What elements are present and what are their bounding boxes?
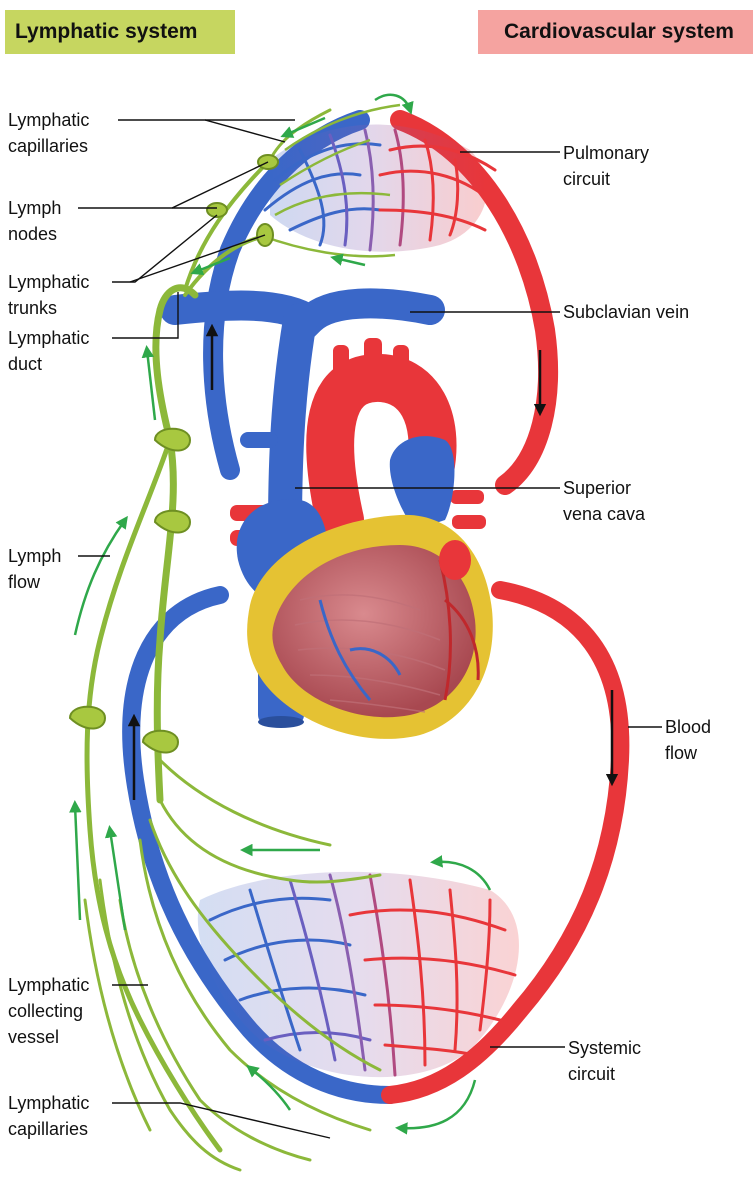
label-line: vena cava xyxy=(563,504,646,524)
label-line: Lymph xyxy=(8,198,62,218)
label-line: vessel xyxy=(8,1027,60,1047)
blood-flow-arrows xyxy=(127,323,619,800)
pulmonary-circuit-vessels xyxy=(203,103,559,495)
label-subclavian-vein: Subclavian vein xyxy=(563,299,689,325)
label-line: Lymphatic xyxy=(8,975,90,995)
label-lymphatic-collecting-vessel: Lymphatic collecting vessel xyxy=(8,972,89,1050)
label-line: Blood xyxy=(665,717,712,737)
label-line: Lymph xyxy=(8,546,62,566)
lymph-nodes xyxy=(68,154,279,754)
label-line: Lymphatic xyxy=(8,272,90,292)
label-line: duct xyxy=(8,354,43,374)
label-line: flow xyxy=(665,743,698,763)
label-line: Systemic xyxy=(568,1038,642,1058)
label-line: capillaries xyxy=(8,1119,89,1139)
label-superior-vena-cava: Superior vena cava xyxy=(563,475,645,527)
label-line: Superior xyxy=(563,478,632,498)
systemic-circuit-vessels xyxy=(122,581,630,1104)
label-line: Lymphatic xyxy=(8,1093,90,1113)
label-lymph-flow: Lymph flow xyxy=(8,543,61,595)
label-lymphatic-capillaries-bottom: Lymphatic capillaries xyxy=(8,1090,89,1142)
label-line: capillaries xyxy=(8,136,89,156)
label-line: Subclavian vein xyxy=(563,302,690,322)
label-line: circuit xyxy=(563,169,611,189)
label-line: Lymphatic xyxy=(8,328,90,348)
label-systemic-circuit: Systemic circuit xyxy=(568,1035,641,1087)
label-lymphatic-trunks: Lymphatic trunks xyxy=(8,269,89,321)
label-line: circuit xyxy=(568,1064,616,1084)
label-line: flow xyxy=(8,572,41,592)
heart xyxy=(230,338,493,739)
lymph-flow-arrows xyxy=(69,93,492,1135)
label-line: collecting xyxy=(8,1001,84,1021)
label-lymphatic-duct: Lymphatic duct xyxy=(8,325,89,377)
label-blood-flow: Blood flow xyxy=(665,714,711,766)
label-line: Lymphatic xyxy=(8,110,90,130)
label-lymph-nodes: Lymph nodes xyxy=(8,195,61,247)
label-line: nodes xyxy=(8,224,58,244)
label-line: Pulmonary xyxy=(563,143,650,163)
label-lymphatic-capillaries-top: Lymphatic capillaries xyxy=(8,107,89,159)
lymphatic-system-header: Lymphatic system xyxy=(5,10,235,54)
leader-lines xyxy=(78,119,662,1139)
label-line: trunks xyxy=(8,298,58,318)
cardiovascular-system-header: Cardiovascular system xyxy=(478,10,753,54)
label-pulmonary-circuit: Pulmonary circuit xyxy=(563,140,649,192)
